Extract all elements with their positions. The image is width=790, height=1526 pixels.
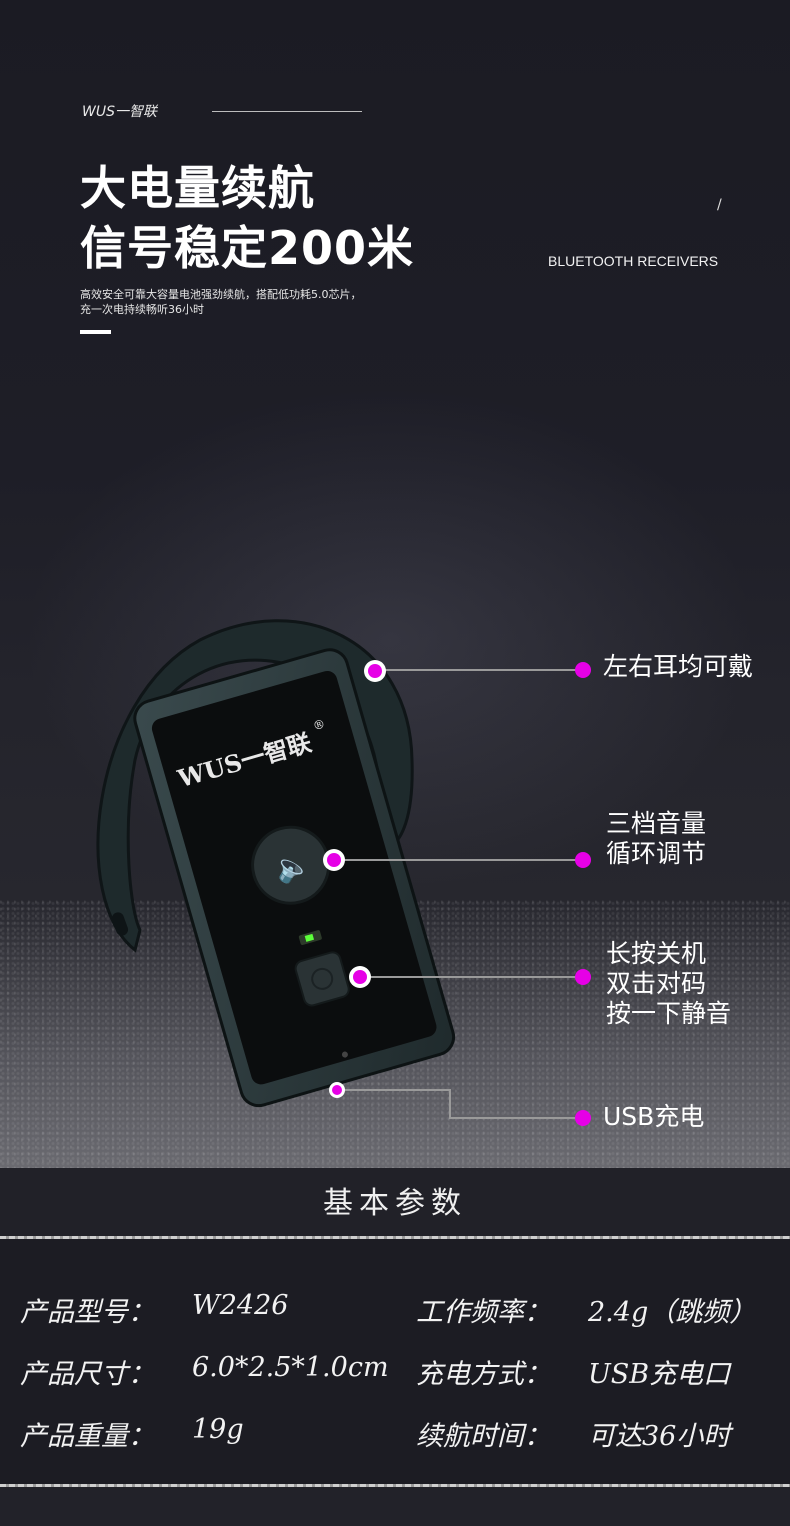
headline-line-1: 大电量续航: [80, 161, 315, 215]
accent-dash: [80, 330, 111, 334]
description-line-2: 充一次电持续畅听36小时: [80, 303, 204, 316]
param-value-model: W2426: [192, 1290, 289, 1321]
callout-power: 长按关机 双击对码 按一下静音: [606, 939, 732, 1028]
param-value-charging: USB充电口: [588, 1359, 731, 1390]
power-icon: [311, 967, 334, 990]
param-value-weight: 19g: [192, 1414, 244, 1445]
description-line-1: 高效安全可靠大容量电池强劲续航，搭配低功耗5.0芯片，: [80, 288, 362, 301]
param-label-frequency: 工作频率：: [416, 1297, 551, 1328]
category-label: BLUETOOTH RECEIVERS: [548, 253, 719, 269]
registered-mark: ®: [311, 717, 326, 734]
param-label-battery: 续航时间：: [416, 1421, 551, 1452]
usb-port: [341, 1051, 348, 1058]
page-footer: [0, 1487, 790, 1526]
param-label-charging: 充电方式：: [416, 1359, 551, 1390]
headline-line-2: 信号稳定200米: [80, 221, 415, 275]
brand-divider: [212, 111, 362, 112]
callout-usb: USB充电: [603, 1102, 705, 1131]
param-label-size: 产品尺寸：: [20, 1359, 155, 1390]
params-divider-bottom: [0, 1484, 790, 1487]
param-value-battery: 可达36小时: [588, 1421, 731, 1452]
params-title: 基本参数: [323, 1186, 467, 1221]
earpiece-illustration: WUS一智联 ® 🔈: [96, 619, 591, 1126]
params-divider-top: [0, 1236, 790, 1239]
param-label-model: 产品型号：: [20, 1297, 155, 1328]
callout-volume: 三档音量 循环调节: [606, 809, 707, 868]
params-table: [0, 1239, 790, 1484]
brand-name: WUS一智联: [82, 104, 157, 120]
power-button: [294, 951, 350, 1007]
params-header: [0, 1168, 790, 1236]
slash-mark: /: [717, 197, 722, 213]
param-label-weight: 产品重量：: [20, 1421, 155, 1452]
callout-wear-both-ears: 左右耳均可戴: [603, 652, 754, 681]
param-value-size: 6.0*2.5*1.0cm: [192, 1352, 389, 1383]
param-value-frequency: 2.4g（跳频）: [588, 1297, 757, 1328]
